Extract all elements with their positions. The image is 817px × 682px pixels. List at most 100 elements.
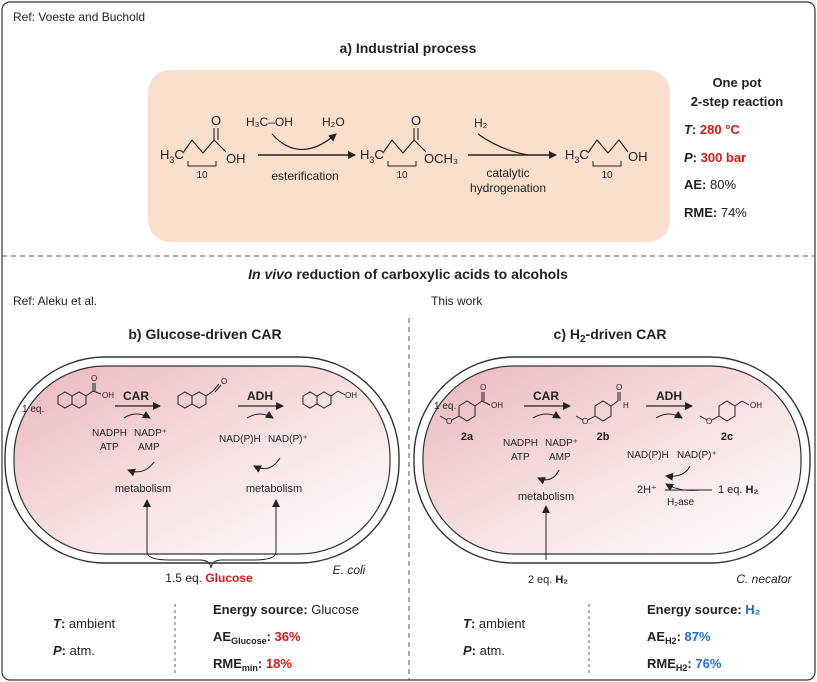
c-metabolism: metabolism — [518, 491, 574, 503]
b-adh-label: ADH — [247, 389, 273, 403]
c-h2-feed-2: 2 eq. H₂ — [528, 574, 568, 586]
ecoli-cell — [4, 356, 400, 564]
this-work: This work — [431, 294, 483, 308]
cnecator-cell — [413, 356, 811, 564]
c-h2-feed-1: 1 eq. H₂ — [718, 484, 758, 496]
svg-text:H3C: H3C — [160, 147, 184, 165]
b-ald-o: O — [221, 377, 227, 386]
svg-text:catalytic: catalytic — [486, 166, 529, 180]
ref-top: Ref: Voeste and Buchold — [13, 10, 145, 24]
c-temp: T: ambient — [463, 616, 526, 631]
c-ae: AEH2: 87% — [647, 629, 711, 646]
c-2c-o: O — [706, 417, 712, 426]
svg-text:OCH₃: OCH₃ — [424, 151, 458, 166]
b-rme: RMEmin: 18% — [213, 656, 292, 673]
c-car-cofactor-arc — [532, 411, 561, 419]
b-car-label: CAR — [123, 389, 149, 403]
c-car-label: CAR — [533, 389, 559, 403]
dodecanol: H3C 10 OH — [565, 139, 648, 181]
c-methoxybenzyl-alcohol — [699, 400, 750, 422]
b-nadp-2: NAD(P)⁺ — [268, 434, 308, 445]
c-methoxybenzaldehyde — [575, 392, 621, 422]
b-nadph-2: NAD(P)H — [219, 434, 261, 445]
svg-text:One pot: One pot — [712, 75, 762, 90]
c-h2ase: H₂ase — [667, 497, 695, 508]
section-title: In vivo reduction of carboxylic acids to… — [248, 266, 568, 282]
lauric-acid: H3C 10 O OH — [160, 113, 246, 181]
svg-text:H3C: H3C — [565, 147, 589, 165]
svg-text:RME: 74%: RME: 74% — [684, 205, 747, 220]
c-2b-h: H — [623, 401, 629, 410]
b-metabolism-1: metabolism — [115, 483, 171, 495]
b-atp: ATP — [100, 442, 119, 453]
c-protons: 2H⁺ — [637, 484, 657, 496]
c-amp: AMP — [549, 452, 571, 463]
c-2a-carbonyl-o: O — [480, 383, 486, 392]
methyl-laurate: H3C 10 O OCH₃ — [360, 113, 458, 181]
panel-a-background — [148, 70, 670, 242]
b-naphthylmethanol — [302, 390, 346, 409]
c-2b-carbonyl-o: O — [616, 383, 622, 392]
c-eq-label: 1 eq. — [434, 401, 456, 412]
panel-a-metrics: One pot 2-step reaction T: 280 °C P: 300… — [684, 75, 783, 220]
c-2a-o: O — [446, 417, 452, 426]
c-nadp-2: NAD(P)⁺ — [677, 450, 717, 461]
b-alc-oh: OH — [345, 391, 357, 400]
b-glucose-feed: 1.5 eq. Glucose — [165, 571, 253, 585]
b-ae: AEGlucose: 36% — [213, 629, 301, 646]
c-nadph: NADPH — [503, 438, 538, 449]
svg-text:2-step reaction: 2-step reaction — [691, 94, 784, 109]
b-metabolism-2: metabolism — [246, 483, 302, 495]
b-glucose-brace — [146, 551, 277, 569]
c-hydrogenase-loop — [665, 465, 691, 481]
svg-text:H3C: H3C — [360, 147, 384, 165]
c-organism: C. necator — [736, 572, 792, 586]
svg-text:AE: 80%: AE: 80% — [684, 177, 736, 192]
c-label-2c: 2c — [721, 431, 733, 443]
c-regen-loop-1 — [537, 469, 560, 485]
c-atp: ATP — [511, 452, 530, 463]
hydrogenation-arrow: H₂ catalytic hydrogenation — [468, 116, 557, 195]
b-regen-loop-1 — [127, 461, 155, 477]
b-nadp: NADP⁺ — [134, 428, 167, 439]
b-organism: E. coli — [333, 563, 366, 577]
svg-text:O: O — [211, 113, 221, 128]
svg-text:OH: OH — [628, 149, 648, 164]
c-energy: Energy source: H₂ — [647, 602, 761, 617]
ref-left: Ref: Aleku et al. — [13, 294, 97, 308]
b-naphthoic-acid — [57, 383, 102, 409]
c-2b-o: O — [582, 417, 588, 426]
c-nadph-2: NAD(P)H — [627, 450, 669, 461]
svg-text:T: 280 °C: T: 280 °C — [684, 122, 740, 137]
b-car-cofactor-arc — [123, 411, 151, 419]
b-amp: AMP — [138, 442, 160, 453]
svg-text:H₂: H₂ — [474, 116, 488, 130]
panel-b-title: b) Glucose-driven CAR — [128, 326, 281, 342]
esterification-arrow: H₃C–OH H₂O esterification — [246, 115, 356, 183]
c-proton-arc — [665, 483, 701, 491]
svg-text:O: O — [411, 113, 421, 128]
b-nadph: NADPH — [92, 428, 127, 439]
svg-text:hydrogenation: hydrogenation — [470, 181, 546, 195]
c-adh-cofactor-arc — [655, 410, 683, 419]
c-nadp: NADP⁺ — [545, 438, 578, 449]
b-naphthaldehyde — [177, 383, 222, 409]
svg-text:P: 300 bar: P: 300 bar — [684, 150, 746, 165]
c-2a-oh: OH — [491, 401, 503, 410]
c-2c-oh: OH — [750, 401, 762, 410]
svg-text:10: 10 — [196, 170, 208, 181]
c-rme: RMEH2: 76% — [647, 656, 722, 673]
b-regen-loop-2 — [253, 457, 281, 473]
svg-text:OH: OH — [226, 151, 246, 166]
svg-text:10: 10 — [601, 170, 613, 181]
b-acid-oh: OH — [102, 391, 114, 400]
b-energy: Energy source: Glucose — [213, 602, 359, 617]
b-eq-label: 1 eq. — [22, 404, 44, 415]
c-methoxybenzoic-acid — [439, 392, 491, 422]
b-adh-cofactor-arc — [246, 410, 274, 419]
b-pressure: P: atm. — [53, 643, 95, 658]
c-label-2a: 2a — [461, 431, 474, 443]
svg-text:H₂O: H₂O — [322, 115, 345, 129]
svg-text:esterification: esterification — [271, 169, 338, 183]
